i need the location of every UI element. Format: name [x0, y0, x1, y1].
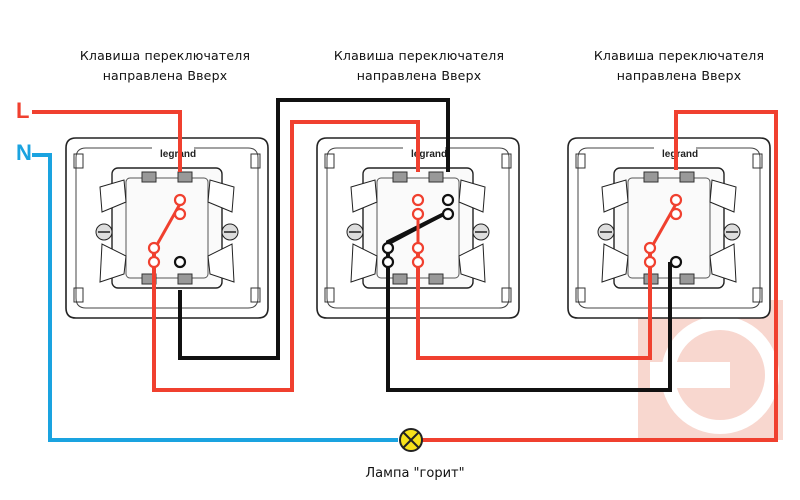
neutral-wire-blue: [32, 153, 398, 442]
brand-logo: legrand: [662, 149, 698, 160]
caption-switch-2: Клавиша переключателя направлена Вверх: [314, 46, 524, 86]
phase-label: L: [16, 98, 30, 123]
contact-points: [147, 193, 683, 269]
caption-line: Клавиша переключателя: [333, 48, 505, 63]
phase-wires-red: [32, 110, 778, 442]
caption-line: направлена Вверх: [616, 68, 742, 83]
caption-line: Клавиша переключателя: [593, 48, 765, 63]
lamp-icon: [399, 428, 423, 452]
watermark-logo: [638, 300, 783, 440]
brand-logo: legrand: [411, 149, 447, 160]
caption-line: направлена Вверх: [102, 68, 228, 83]
caption-switch-3: Клавиша переключателя направлена Вверх: [574, 46, 784, 86]
caption-line: направлена Вверх: [356, 68, 482, 83]
caption-switch-1: Клавиша переключателя направлена Вверх: [60, 46, 270, 86]
neutral-label: N: [16, 140, 32, 165]
switch-3: legrand: [567, 137, 771, 319]
caption-line: Клавиша переключателя: [79, 48, 251, 63]
lamp-caption: Лампа "горит": [365, 466, 465, 481]
switch-2: legrand: [316, 137, 520, 319]
